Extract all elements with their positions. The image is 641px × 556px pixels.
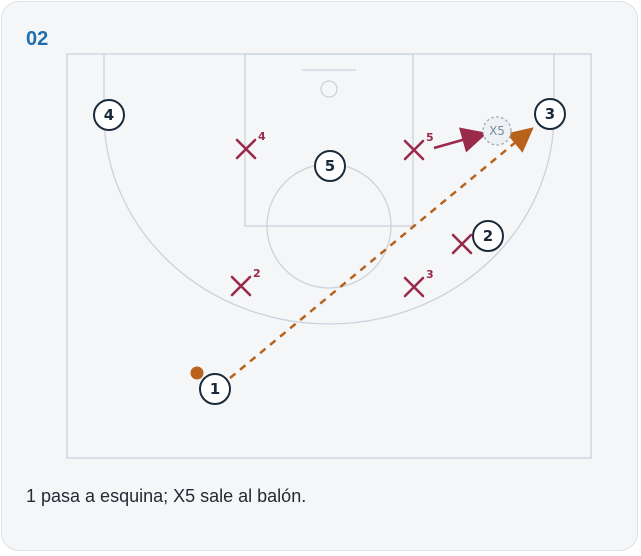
defender-x5: 5 — [403, 131, 434, 161]
defender-x-mark — [403, 139, 425, 161]
player-label: 3 — [545, 105, 555, 123]
player-1: 1 — [199, 373, 231, 405]
player-label: 2 — [483, 227, 493, 245]
defenders: 4 5 1 2 3 — [230, 130, 482, 298]
defender-label: 5 — [426, 131, 434, 144]
defender-label: 3 — [426, 268, 434, 281]
player-2: 2 — [472, 220, 504, 252]
ghost-label: X5 — [489, 124, 505, 138]
defender-label: 4 — [258, 130, 266, 143]
paint-key — [244, 53, 414, 227]
player-3: 3 — [534, 98, 566, 130]
play-caption: 1 pasa a esquina; X5 sale al balón. — [26, 486, 307, 506]
defender-x-mark — [403, 276, 425, 298]
player-circle — [93, 99, 125, 131]
hoop — [320, 80, 338, 98]
player-label: 4 — [104, 106, 114, 124]
player-circle — [314, 150, 346, 182]
defender-x-mark — [451, 233, 473, 255]
offense-players: 4 5 3 2 1 — [93, 98, 566, 405]
ghost-marker — [482, 116, 512, 146]
x5-closeout-arrow — [433, 127, 488, 153]
defender-x3: 3 — [403, 268, 434, 298]
player-label: 1 — [210, 380, 220, 398]
defender-label: 2 — [253, 267, 261, 280]
player-4: 4 — [93, 99, 125, 131]
court-lines — [66, 53, 592, 459]
defender-x-mark — [235, 138, 257, 160]
ghost-x5: X5 — [482, 116, 512, 146]
ball-icon — [190, 366, 204, 380]
defender-x2: 2 — [230, 267, 261, 297]
court-boundary — [66, 53, 592, 459]
defender-x4: 4 — [235, 130, 266, 160]
player-circle — [199, 373, 231, 405]
player-circle — [472, 220, 504, 252]
defender-x-mark — [230, 275, 252, 297]
player-label: 5 — [325, 157, 335, 175]
three-point-line — [103, 54, 555, 325]
defender-movement — [433, 127, 488, 153]
player-circle — [534, 98, 566, 130]
play-number: 02 — [26, 28, 49, 50]
player-5: 5 — [314, 150, 346, 182]
